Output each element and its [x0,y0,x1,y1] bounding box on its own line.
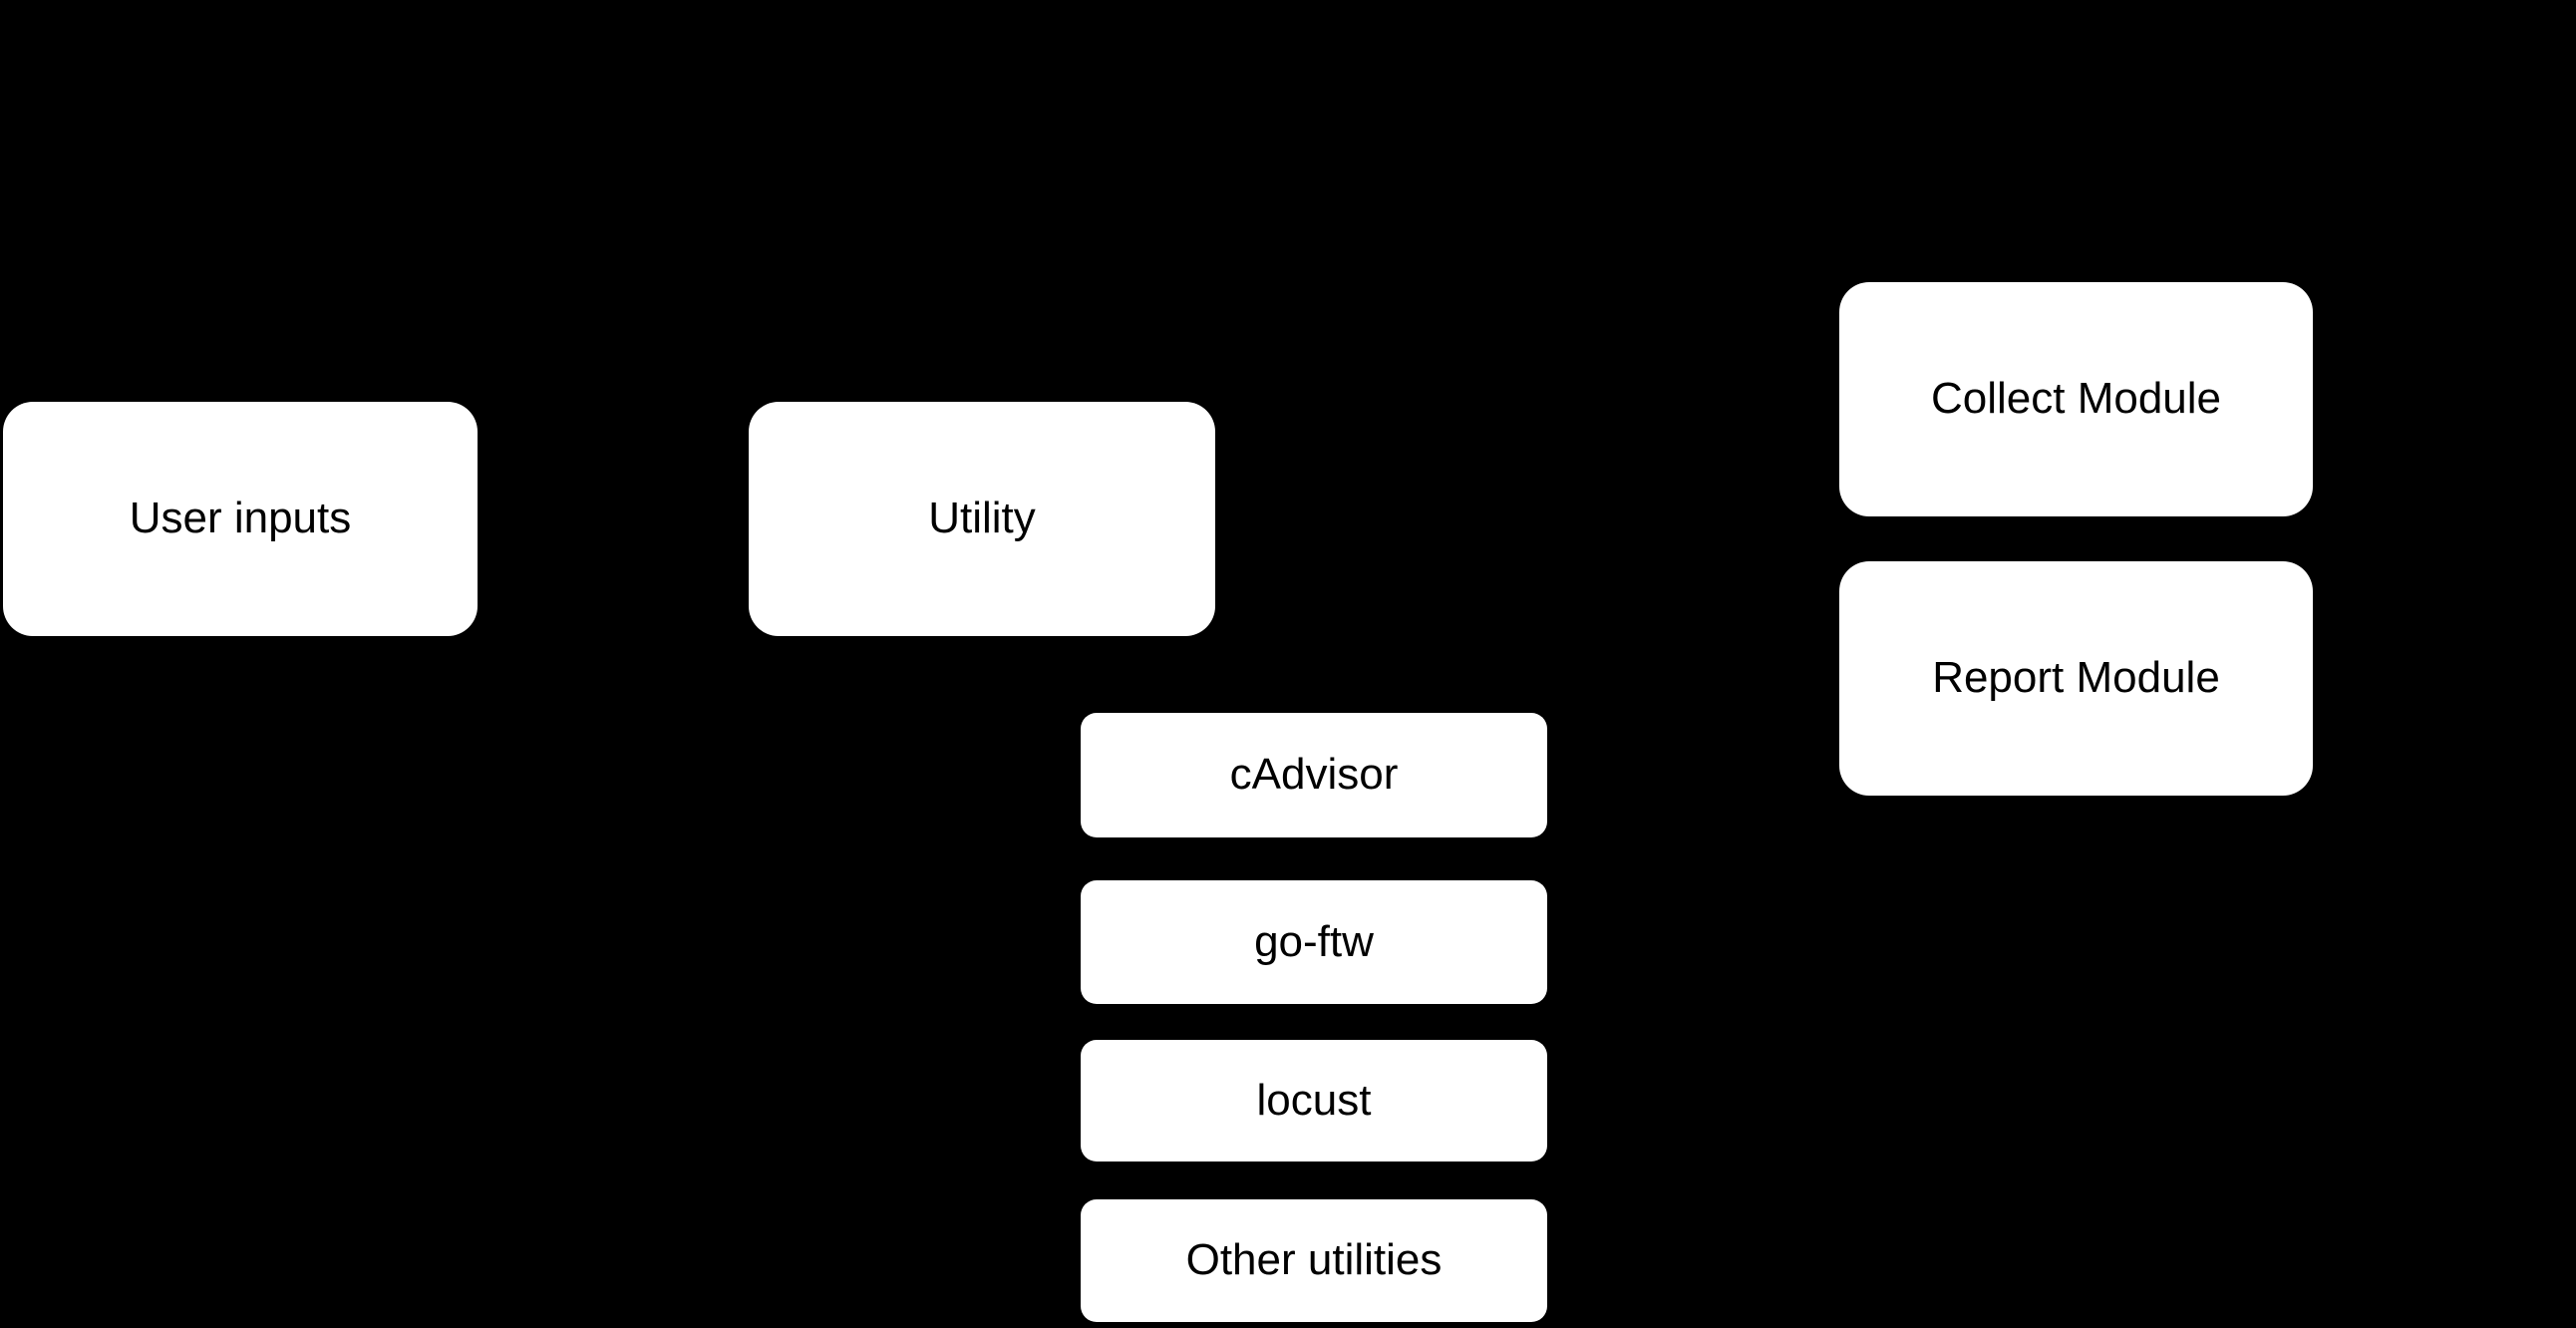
node-user-inputs: User inputs [3,402,478,636]
node-utility: Utility [749,402,1215,636]
node-go-ftw: go-ftw [1081,880,1547,1004]
node-label: Report Module [1932,653,2220,703]
node-locust: locust [1081,1040,1547,1162]
node-other-utilities: Other utilities [1081,1199,1547,1322]
node-label: go-ftw [1254,916,1374,966]
node-label: Utility [928,494,1036,543]
node-collect-module: Collect Module [1839,282,2313,516]
node-cadvisor: cAdvisor [1081,713,1547,837]
node-label: Collect Module [1930,374,2222,424]
node-report-module: Report Module [1839,561,2313,796]
node-label: User inputs [129,494,352,543]
node-label: cAdvisor [1229,750,1399,800]
node-label: locust [1256,1075,1372,1125]
node-label: Other utilities [1185,1235,1443,1285]
